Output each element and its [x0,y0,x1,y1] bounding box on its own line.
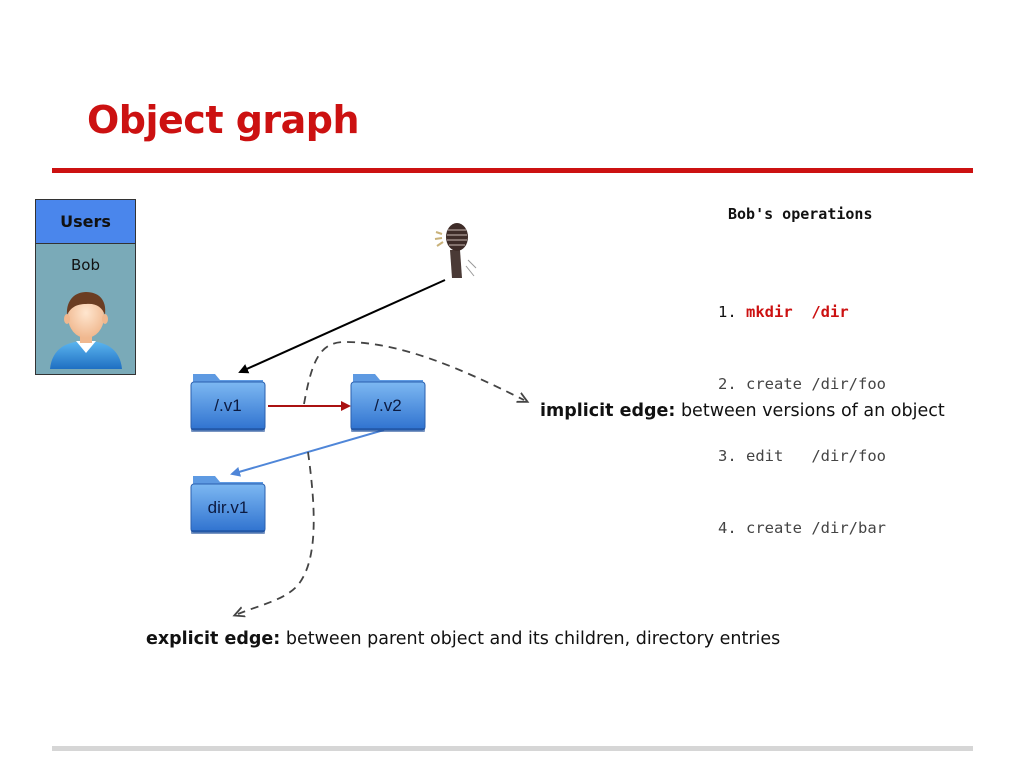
explicit-edge-term: explicit edge: [146,629,281,649]
operation-command: edit /dir/foo [746,447,886,465]
operations-list: 1. mkdir /dir 2. create /dir/foo 3. edit… [718,252,886,564]
implicit-callout-dashed-arrow [303,341,524,405]
folder-label: /.v2 [374,396,402,415]
folder-icon [190,374,266,432]
folder-icon [350,374,426,432]
operation-number: 2. [718,375,737,393]
operation-command: mkdir /dir [746,303,849,321]
implicit-edge-description: between versions of an object [675,401,945,421]
explicit-edge-description: between parent object and its children, … [280,629,781,649]
operation-number: 4. [718,519,737,537]
implicit-edge-term: implicit edge: [540,401,676,421]
explicit-edge-annotation: explicit edge: between parent object and… [146,629,780,649]
operation-number: 1. [718,303,737,321]
folder-root-v2[interactable]: /.v2 [349,370,427,434]
operation-number: 3. [718,447,737,465]
user-avatar-icon [44,285,128,373]
operation-item: 1. mkdir /dir [718,300,886,324]
operations-title: Bob's operations [728,205,873,223]
slide-title: Object graph [87,98,360,142]
users-panel: Users Bob [35,199,136,375]
folder-icon [190,476,266,534]
implicit-edge-annotation: implicit edge: between versions of an ob… [540,401,945,421]
operation-item: 2. create /dir/foo [718,372,886,396]
operation-command: create /dir/foo [746,375,886,393]
title-divider [52,168,973,173]
users-header: Users [36,200,135,244]
footer-divider [52,746,973,751]
user-name-bob: Bob [71,256,100,274]
operation-item: 4. create /dir/bar [718,516,886,540]
explicit-callout-dashed-arrow [238,451,315,614]
attacker-write-arrow [238,279,446,374]
folder-label: /.v1 [214,396,242,415]
operation-command: create /dir/bar [746,519,886,537]
attacker-figure-icon [432,220,480,286]
operation-item: 3. edit /dir/foo [718,444,886,468]
folder-dir-v1[interactable]: dir.v1 [189,472,267,536]
folder-label: dir.v1 [207,498,249,517]
folder-root-v1[interactable]: /.v1 [189,370,267,434]
